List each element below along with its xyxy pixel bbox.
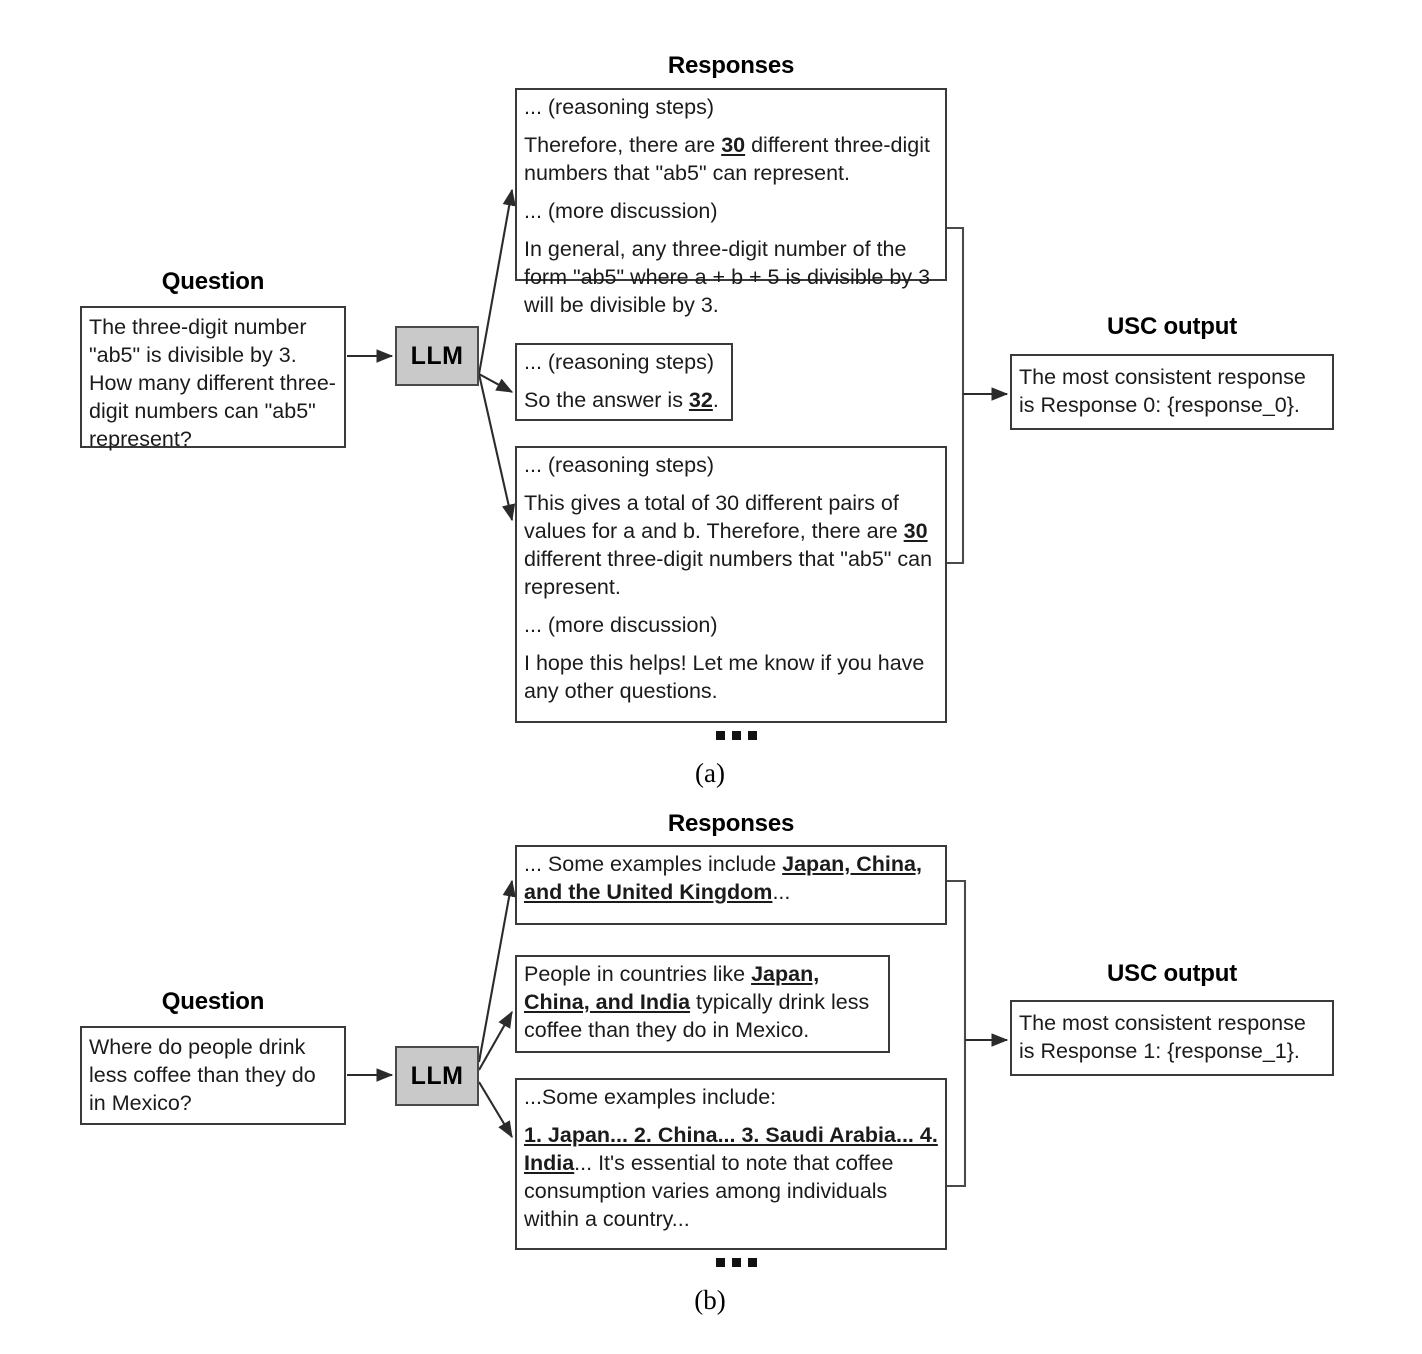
response-box-b-2: ...Some examples include: 1. Japan... 2.… [515,1078,947,1250]
question-box-b: Where do people drink less coffee than t… [80,1026,346,1125]
usc-output-heading-b: USC output [1107,960,1237,987]
response-box-b-1: People in countries like Japan, China, a… [515,955,890,1053]
responses-heading-a: Responses [667,52,795,79]
response-line: ... (more discussion) [524,612,718,637]
response-box-a-2: ... (reasoning steps) This gives a total… [515,446,947,723]
llm-box-b: LLM [395,1046,479,1106]
response-brace-a [947,226,965,565]
question-text-b: Where do people drink less coffee than t… [89,1035,316,1115]
arrow-llm-to-response-b-2 [478,1081,513,1139]
response-box-a-1: ... (reasoning steps) So the answer is 3… [515,343,733,421]
usc-output-text-a: The most consistent response is Response… [1019,365,1306,417]
response-line: People in countries like Japan, China, a… [524,962,870,1042]
response-line: ... (reasoning steps) [524,350,715,374]
usc-output-box-a: The most consistent response is Response… [1010,354,1334,430]
response-box-b-0: ... Some examples include Japan, China, … [515,845,947,925]
arrow-llm-to-response-b-1 [478,1010,513,1071]
response-line: ... (more discussion) [524,198,718,223]
arrow-llm-to-response-a-0 [477,188,516,375]
response-line: ... (reasoning steps) [524,95,715,119]
response-line: I hope this helps! Let me know if you ha… [524,650,925,703]
usc-output-text-b: The most consistent response is Response… [1019,1011,1306,1063]
question-heading-b: Question [161,988,265,1015]
usc-output-box-b: The most consistent response is Response… [1010,1000,1334,1076]
response-line: ... Some examples include Japan, China, … [524,852,922,904]
response-line: ...Some examples include: [524,1085,777,1109]
panel-label-b: (b) [694,1285,726,1315]
response-line: This gives a total of 30 different pairs… [524,490,933,599]
more-responses-ellipsis-a [716,731,757,740]
arrow-llm-to-response-a-2 [477,373,516,522]
response-brace-b [947,879,967,1188]
arrow-llm-to-response-a-1 [478,373,514,393]
response-line: So the answer is 32. [524,387,719,412]
llm-box-a: LLM [395,326,479,386]
question-box-a: The three-digit number "ab5" is divisibl… [80,306,346,451]
question-text-a: The three-digit number "ab5" is divisibl… [89,315,336,451]
response-line: Therefore, there are 30 different three-… [524,132,930,185]
more-responses-ellipsis-b [716,1258,757,1267]
response-box-a-0: ... (reasoning steps) Therefore, there a… [515,88,947,317]
panel-label-a: (a) [695,758,725,788]
arrow-llm-to-response-b-0 [477,879,516,1063]
response-line: 1. Japan... 2. China... 3. Saudi Arabia.… [524,1122,938,1231]
usc-output-heading-a: USC output [1107,313,1237,340]
responses-heading-b: Responses [667,810,795,837]
response-line: ... (reasoning steps) [524,453,715,477]
response-line: In general, any three-digit number of th… [524,236,931,317]
question-heading-a: Question [161,268,265,295]
